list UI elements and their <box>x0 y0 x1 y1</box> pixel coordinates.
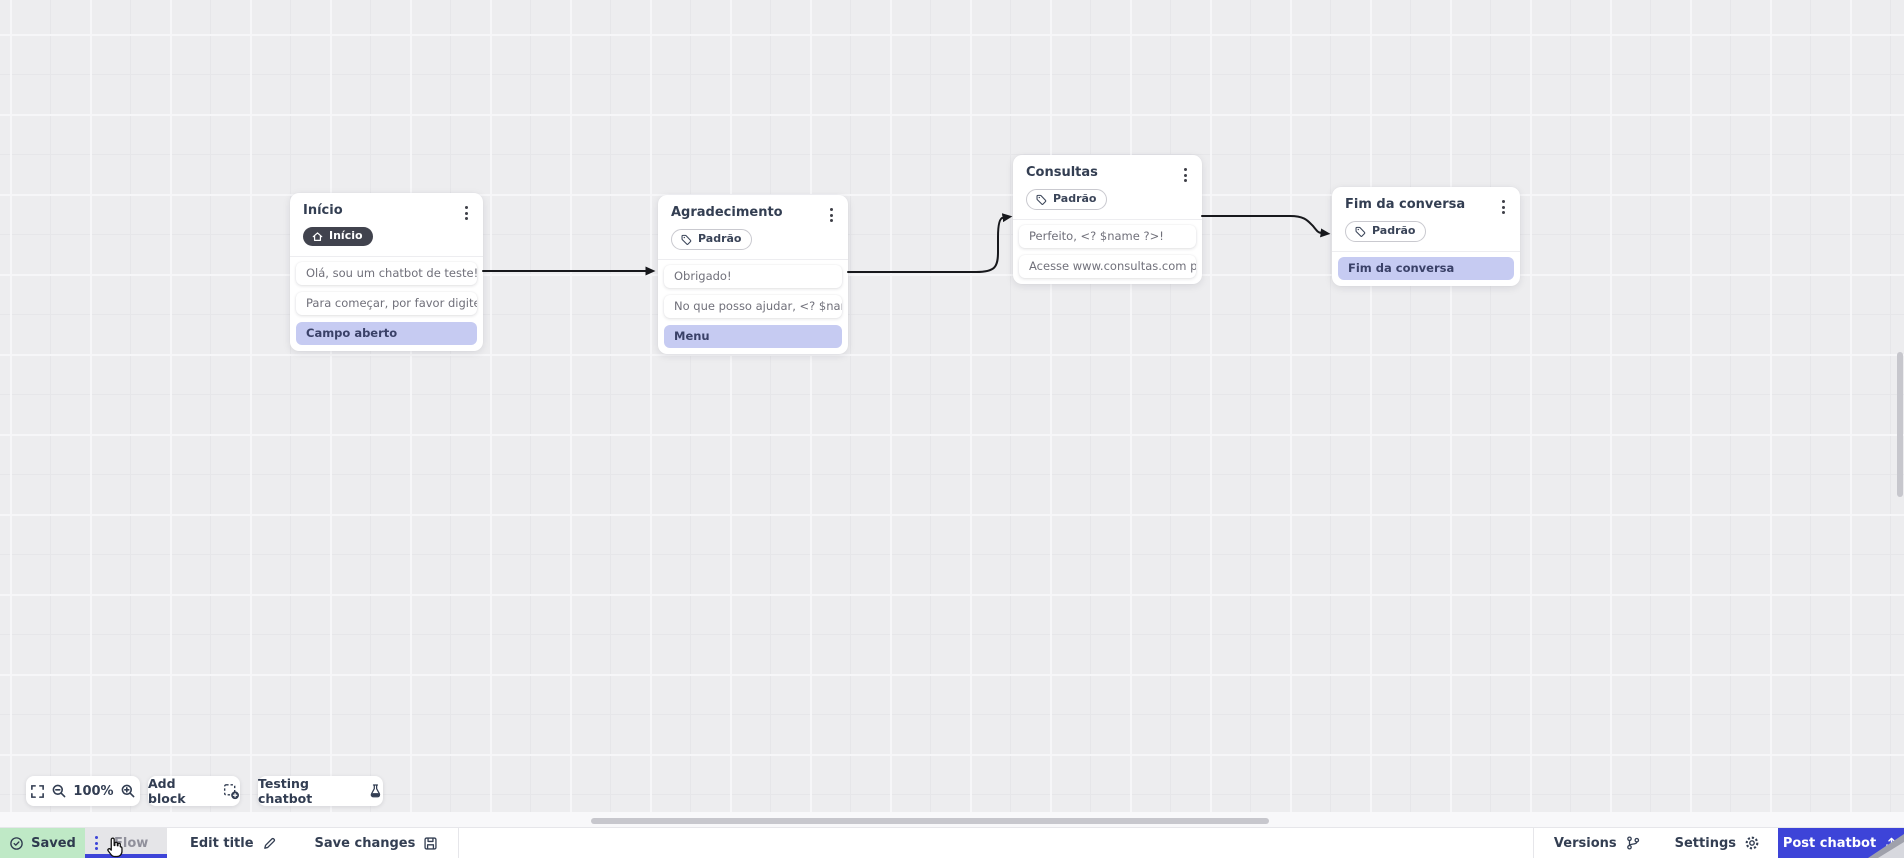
tag-icon <box>1036 194 1047 205</box>
action-row[interactable]: Menu <box>664 325 842 348</box>
message-row[interactable]: Perfeito, <? $name ?>! <box>1019 225 1196 248</box>
flow-node-inicio[interactable]: Início Início Olá, sou um chatbot de tes… <box>290 193 483 351</box>
node-title: Consultas <box>1026 165 1098 180</box>
gear-icon <box>1745 836 1759 850</box>
zoom-in-icon[interactable] <box>120 783 136 799</box>
message-row[interactable]: Olá, sou um chatbot de teste! <box>296 261 477 285</box>
flow-node-consultas[interactable]: Consultas Padrão Perfeito, <? $name ?>! … <box>1013 155 1202 284</box>
message-row[interactable]: No que posso ajudar, <? $name ... <box>664 295 842 318</box>
post-chatbot-label: Post chatbot <box>1782 835 1877 851</box>
settings-button[interactable]: Settings <box>1675 828 1760 858</box>
add-block-label: Add block <box>148 776 186 806</box>
zoom-toolbar: 100% <box>26 776 140 806</box>
fullscreen-icon[interactable] <box>30 784 45 799</box>
node-body: Fim da conversa <box>1332 252 1520 286</box>
message-row[interactable]: Para começar, por favor digite o ... <box>296 291 477 315</box>
zoom-level: 100% <box>73 783 114 799</box>
node-header: Fim da conversa Padrão <box>1332 187 1520 252</box>
edit-title-label: Edit title <box>190 835 254 851</box>
add-block-button[interactable]: Add block <box>148 776 240 806</box>
node-header: Início Início <box>290 193 483 257</box>
saved-label: Saved <box>31 835 76 851</box>
testing-chatbot-button[interactable]: Testing chatbot <box>258 776 383 806</box>
action-row[interactable]: Fim da conversa <box>1338 257 1514 280</box>
node-body: Olá, sou um chatbot de teste! Para começ… <box>290 257 483 351</box>
message-row[interactable]: Obrigado! <box>664 265 842 288</box>
wire-agradecimento-consultas <box>847 213 1013 273</box>
node-type-badge: Padrão <box>671 229 753 250</box>
node-title: Fim da conversa <box>1345 197 1466 212</box>
node-body: Perfeito, <? $name ?>! Acesse www.consul… <box>1013 220 1202 284</box>
tag-icon <box>1355 226 1366 237</box>
flow-node-fim-da-conversa[interactable]: Fim da conversa Padrão Fim da conversa <box>1332 187 1520 286</box>
wire-consultas-fim <box>1201 215 1331 238</box>
kebab-menu-icon[interactable] <box>461 204 472 222</box>
check-circle-icon <box>10 836 23 850</box>
save-changes-button[interactable]: Save changes <box>315 828 439 858</box>
node-type-badge: Padrão <box>1345 221 1427 242</box>
post-chatbot-button[interactable]: Post chatbot <box>1778 828 1904 858</box>
upload-icon <box>1886 837 1897 850</box>
status-bar: Saved Flow Edit title Save changes Versi… <box>0 827 1904 858</box>
node-type-badge: Padrão <box>1026 189 1108 210</box>
edit-title-button[interactable]: Edit title <box>190 828 277 858</box>
save-changes-label: Save changes <box>314 835 416 851</box>
divider <box>458 828 460 858</box>
node-title: Início <box>303 203 343 218</box>
versions-label: Versions <box>1553 835 1617 851</box>
node-title: Agradecimento <box>671 205 783 220</box>
settings-label: Settings <box>1674 835 1736 851</box>
vertical-scrollbar[interactable] <box>1897 352 1903 497</box>
flask-icon <box>370 784 381 798</box>
kebab-menu-icon[interactable] <box>826 206 837 224</box>
tab-flow[interactable]: Flow <box>85 828 167 858</box>
flow-tab-label: Flow <box>114 835 149 851</box>
divider <box>1532 828 1534 858</box>
kebab-menu-icon[interactable] <box>1498 198 1509 216</box>
node-body: Obrigado! No que posso ajudar, <? $name … <box>658 260 848 354</box>
message-row[interactable]: Acesse www.consultas.com par... <box>1019 255 1196 278</box>
flow-node-agradecimento[interactable]: Agradecimento Padrão Obrigado! No que po… <box>658 195 848 354</box>
drag-handle-icon[interactable] <box>95 836 98 850</box>
saved-status: Saved <box>0 828 85 858</box>
add-block-icon <box>224 783 240 799</box>
testing-chatbot-label: Testing chatbot <box>258 776 313 806</box>
save-icon <box>424 836 437 850</box>
git-branch-icon <box>1626 836 1639 850</box>
versions-button[interactable]: Versions <box>1554 828 1641 858</box>
horizontal-scrollbar[interactable] <box>591 818 1269 824</box>
home-icon <box>312 231 323 241</box>
node-header: Consultas Padrão <box>1013 155 1202 220</box>
action-row[interactable]: Campo aberto <box>296 321 477 345</box>
kebab-menu-icon[interactable] <box>1180 166 1191 184</box>
node-header: Agradecimento Padrão <box>658 195 848 260</box>
active-tab-underline <box>85 854 167 858</box>
node-type-badge: Início <box>303 227 373 246</box>
tag-icon <box>681 234 692 245</box>
zoom-out-icon[interactable] <box>51 783 67 799</box>
pencil-icon <box>263 837 275 849</box>
